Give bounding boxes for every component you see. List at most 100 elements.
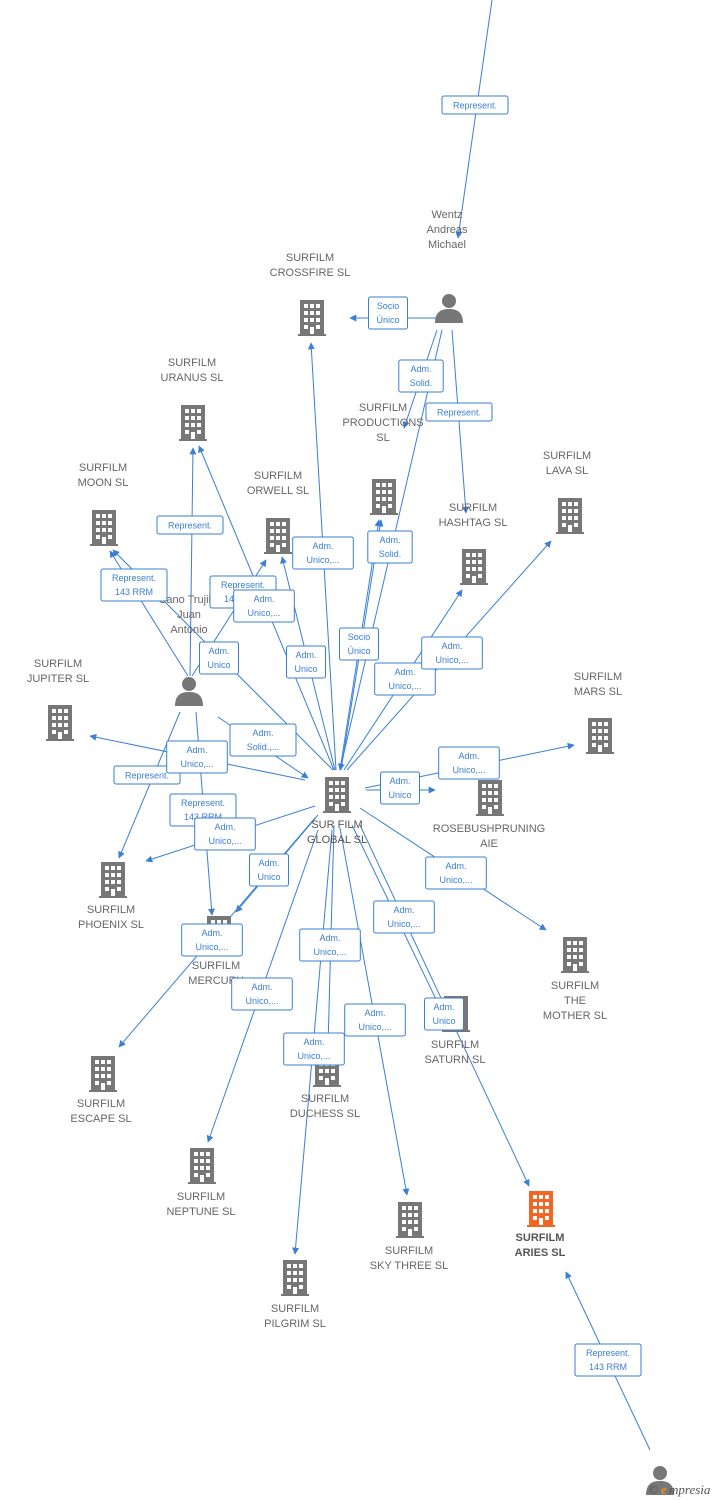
edge-label-surfilm_global-to-neptune[interactable]: Adm.Unico,...: [231, 977, 293, 1011]
edge-label-surfilm_global-to-uranus[interactable]: Adm.Unico,...: [233, 589, 295, 623]
edge-label-surfilm_global-to-jupiter[interactable]: Adm.Unico,...: [166, 740, 228, 774]
building-icon: [476, 780, 504, 816]
node-label-line: NEPTUNE SL: [166, 1206, 235, 1218]
edge-label-surfilm_global-to-skythree[interactable]: Adm.Unico,...: [344, 1003, 406, 1037]
edge-label-surfilm_global-to-orwell[interactable]: Adm.Unico: [286, 645, 326, 679]
building-icon-highlighted: [527, 1191, 555, 1227]
node-label-line: SURFILM: [79, 462, 127, 474]
node-label-line: LAVA SL: [546, 465, 588, 477]
node-label-line: ARIES SL: [515, 1247, 566, 1259]
edge-label-person_bottom-to-aries[interactable]: Represent.143 RRM: [574, 1343, 642, 1377]
edge-label-surfilm_global-to-phoenix[interactable]: Adm.Unico,...: [194, 817, 256, 851]
edge-label-surfilm_global-to-mercury[interactable]: Adm.Unico: [249, 853, 289, 887]
edge-label-box: [373, 900, 435, 934]
edge-label-surfilm_global-to-mother[interactable]: Adm.Unico,...: [425, 856, 487, 890]
edge-label-person_top-to-wentz[interactable]: Represent.: [441, 95, 509, 115]
edge-label-cano-to-phoenix[interactable]: Represent.: [113, 765, 181, 785]
node-label-line: CROSSFIRE SL: [270, 267, 351, 279]
node-label-line: SL: [376, 432, 389, 444]
edge-label-text: Adm.: [208, 646, 229, 656]
edge-label-text: Adm.: [252, 728, 273, 738]
edge-label-surfilm_global-to-moon[interactable]: Adm.Unico: [199, 641, 239, 675]
node-label-line: SURFILM: [168, 357, 216, 369]
edge-label-surfilm_global-to-mars[interactable]: Adm.Unico,...: [438, 746, 500, 780]
edge-person_top-to-wentz: [455, 0, 493, 239]
edge-label-text: 143 RRM: [115, 587, 153, 597]
edge-label-text: Adm.: [458, 751, 479, 761]
edge-label-box: [574, 1343, 642, 1377]
node-aries[interactable]: SURFILM ARIES SL: [515, 1191, 566, 1259]
building-icon: [561, 937, 589, 973]
edge-label-text: Solid.,...: [247, 742, 280, 752]
edge-label-text: 143 RRM: [589, 1362, 627, 1372]
node-label-line: SURFILM: [574, 671, 622, 683]
edge-label-text: Adm.: [312, 541, 333, 551]
edge-label-text: Solid.: [410, 378, 433, 388]
edge-label-text: Unico: [257, 872, 280, 882]
building-icon: [460, 549, 488, 585]
edge-label-surfilm_global-to-crossfire[interactable]: Adm.Unico,...: [292, 536, 354, 570]
edge-label-cano-to-uranus[interactable]: Represent.: [156, 515, 224, 535]
edge-label-surfilm_global-to-rosebush[interactable]: Adm.Unico: [380, 771, 420, 805]
edge-label-cano-to-surfilm_global[interactable]: Adm. Solid.,...: [229, 723, 297, 757]
edge-label-surfilm_global-to-hashtag[interactable]: Adm.Unico,...: [374, 662, 436, 696]
edge-label-text: Represent.: [437, 408, 481, 418]
node-label-line: ESCAPE SL: [70, 1113, 131, 1125]
edge-label-cano-to-moon[interactable]: Represent.143 RRM: [100, 568, 168, 602]
edge-label-surfilm_global-to-aries[interactable]: Adm.Unico: [424, 997, 464, 1031]
node-label-line: SURFILM: [385, 1245, 433, 1257]
edge-label-text: Unico,...: [358, 1022, 391, 1032]
person-icon: [175, 677, 203, 706]
edge-label-text: Adm.: [433, 1002, 454, 1012]
edge-label-box: [100, 568, 168, 602]
edge-label-text: Unico,...: [435, 655, 468, 665]
edge-label-text: Unico,...: [180, 759, 213, 769]
edge-label-wentz-to-productions[interactable]: Adm.Solid.: [398, 359, 444, 393]
node-label-line: SURFILM: [516, 1232, 565, 1244]
edge-label-text: Unico,...: [247, 608, 280, 618]
edge-label-box: [441, 95, 509, 115]
edge-label-wentz-to-hashtag[interactable]: Represent.: [425, 402, 493, 422]
node-label-line: SURFILM: [431, 1039, 479, 1051]
node-label-line: Antonio: [170, 624, 207, 636]
building-icon: [90, 510, 118, 546]
edge-label-box: [339, 627, 379, 661]
edge-label-surfilm_global-to-duchess[interactable]: Adm.Unico,...: [299, 928, 361, 962]
node-label-line: JUPITER SL: [27, 673, 89, 685]
edge-label-surfilm_global-to-pilgrim[interactable]: Adm.Unico,...: [283, 1032, 345, 1066]
edge-label-surfilm_global-to-lava[interactable]: Adm.Unico,...: [421, 636, 483, 670]
edge-label-text: 143 RRM: [184, 812, 222, 822]
edge-label-surfilm_global-to-saturn[interactable]: Adm.Unico,...: [373, 900, 435, 934]
edge-label-text: Unico: [388, 790, 411, 800]
edge-label-surfilm_global-to-escape[interactable]: Adm.Unico,...: [181, 923, 243, 957]
node-label-line: AIE: [480, 838, 498, 850]
building-icon: [179, 405, 207, 441]
edge-label-surfilm_global-to-productions[interactable]: Adm.Solid.: [367, 530, 413, 564]
edge-label-text: Solid.: [379, 549, 402, 559]
